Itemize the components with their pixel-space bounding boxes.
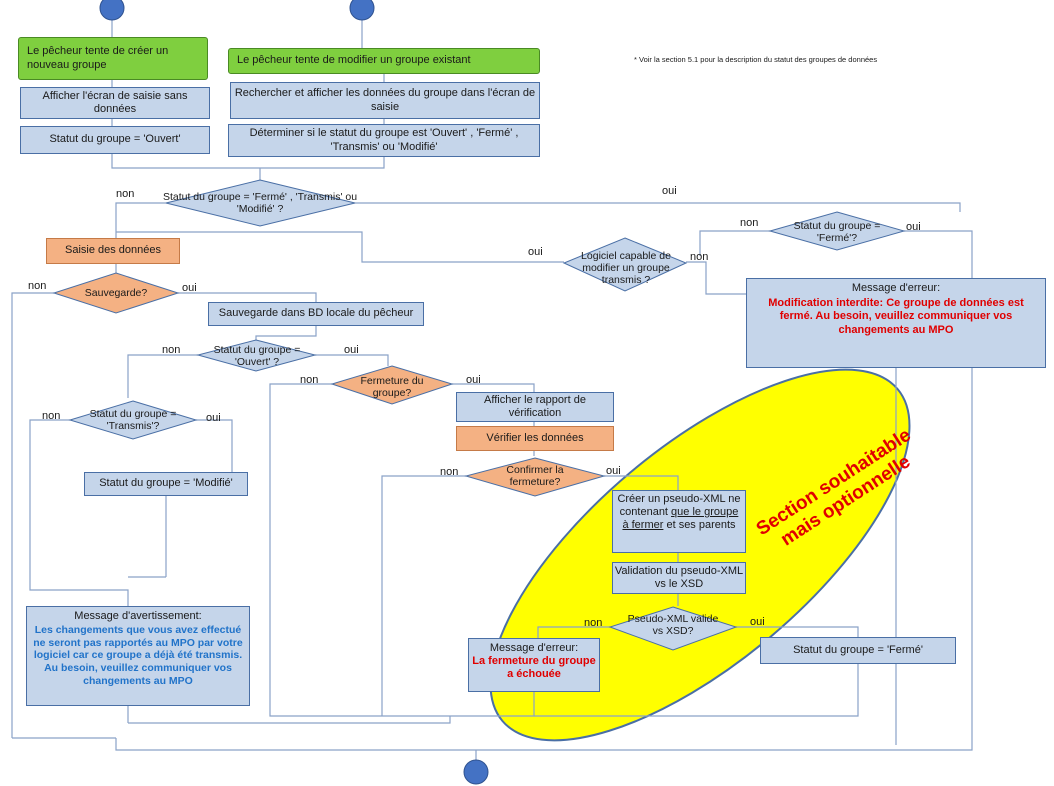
label-yes-close-group: oui	[466, 374, 481, 386]
warning-title: Message d'avertissement:	[74, 610, 202, 622]
label-yes-confirm: oui	[606, 465, 621, 477]
decision-software-label: Logiciel capable de modifier un groupe t…	[581, 249, 671, 287]
start-terminal-new	[99, 0, 125, 21]
label-yes-software: oui	[528, 246, 543, 258]
decision-close-group-label: Fermeture du groupe?	[360, 374, 424, 399]
create-pseudo-xml-text-2: et ses parents	[663, 519, 736, 532]
label-no-save: non	[28, 280, 47, 292]
start-new-group: Le pêcheur tente de créer un nouveau gro…	[18, 37, 208, 80]
decision-open-diamond	[196, 339, 317, 372]
error-close-body: La fermeture du groupe a échouée	[472, 655, 596, 681]
label-no-closed: non	[740, 217, 759, 229]
decision-confirm-close-label: Confirmer la fermeture?	[506, 463, 564, 488]
verify-data-box: Vérifier les données	[456, 426, 614, 451]
decision-open-label: Statut du groupe = 'Ouvert' ?	[213, 343, 301, 368]
end-terminal	[463, 759, 489, 785]
decision-status-diamond	[165, 179, 356, 227]
footnote: * Voir la section 5.1 pour la descriptio…	[634, 55, 878, 64]
label-yes-closed: oui	[906, 221, 921, 233]
decision-close-group-diamond	[330, 365, 454, 405]
decision-closed-diamond	[768, 211, 906, 251]
decision-valid-xsd-diamond	[608, 606, 738, 651]
data-entry-box: Saisie des données	[46, 238, 180, 264]
warning-box: Message d'avertissement: Les changements…	[26, 606, 250, 706]
label-no-valid: non	[584, 617, 603, 629]
create-pseudo-xml-underlined: que le groupe à fermer	[622, 506, 739, 532]
error-modify-title: Message d'erreur:	[851, 282, 941, 294]
label-yes-transmitted: oui	[206, 412, 221, 424]
start-modify-group: Le pêcheur tente de modifier un groupe e…	[228, 48, 540, 74]
decision-confirm-close-diamond	[464, 457, 606, 497]
show-empty-screen: Afficher l'écran de saisie sans données	[20, 87, 210, 119]
create-pseudo-xml-box: Créer un pseudo-XML ne contenant que le …	[612, 490, 746, 553]
start-terminal-modify	[349, 0, 375, 21]
decision-valid-xsd-label: Pseudo-XML valide vs XSD?	[627, 612, 719, 637]
decision-save-label: Sauvegarde?	[84, 286, 148, 299]
error-close-title: Message d'erreur:	[489, 642, 579, 654]
label-no-close-group: non	[300, 374, 319, 386]
label-yes-valid: oui	[750, 616, 765, 628]
label-no-status: non	[116, 188, 135, 200]
create-pseudo-xml-text-1: Créer un pseudo-XML ne contenant	[617, 493, 741, 519]
save-local-box: Sauvegarde dans BD locale du pêcheur	[208, 302, 424, 326]
status-closed-box: Statut du groupe = 'Fermé'	[760, 637, 956, 664]
label-no-open: non	[162, 344, 181, 356]
determine-status-box: Déterminer si le statut du groupe est 'O…	[228, 124, 540, 157]
label-no-software: non	[690, 251, 709, 263]
validate-pseudo-xml-box: Validation du pseudo-XML vs le XSD	[612, 562, 746, 594]
decision-status-label: Statut du groupe = 'Fermé' , 'Transmis' …	[162, 190, 358, 215]
error-modify-body: Modification interdite: Ce groupe de don…	[768, 297, 1024, 336]
warning-body: Les changements que vous avez effectué n…	[33, 624, 243, 687]
label-no-confirm: non	[440, 466, 459, 478]
label-no-transmitted: non	[42, 410, 61, 422]
label-yes-save: oui	[182, 282, 197, 294]
decision-closed-label: Statut du groupe = 'Fermé'?	[793, 219, 881, 244]
decision-software-diamond	[562, 237, 688, 292]
search-display-box: Rechercher et afficher les données du gr…	[230, 82, 540, 119]
show-report-box: Afficher le rapport de vérification	[456, 392, 614, 422]
label-yes-status: oui	[662, 185, 677, 197]
decision-transmitted-label: Statut du groupe = 'Transmis'?	[89, 407, 177, 432]
decision-transmitted-diamond	[68, 400, 198, 440]
error-modify-box: Message d'erreur: Modification interdite…	[746, 278, 1046, 368]
error-close-box: Message d'erreur: La fermeture du groupe…	[468, 638, 600, 692]
status-modified-box: Statut du groupe = 'Modifié'	[84, 472, 248, 496]
decision-save-diamond	[52, 272, 180, 314]
status-open-box: Statut du groupe = 'Ouvert'	[20, 126, 210, 154]
label-yes-open: oui	[344, 344, 359, 356]
